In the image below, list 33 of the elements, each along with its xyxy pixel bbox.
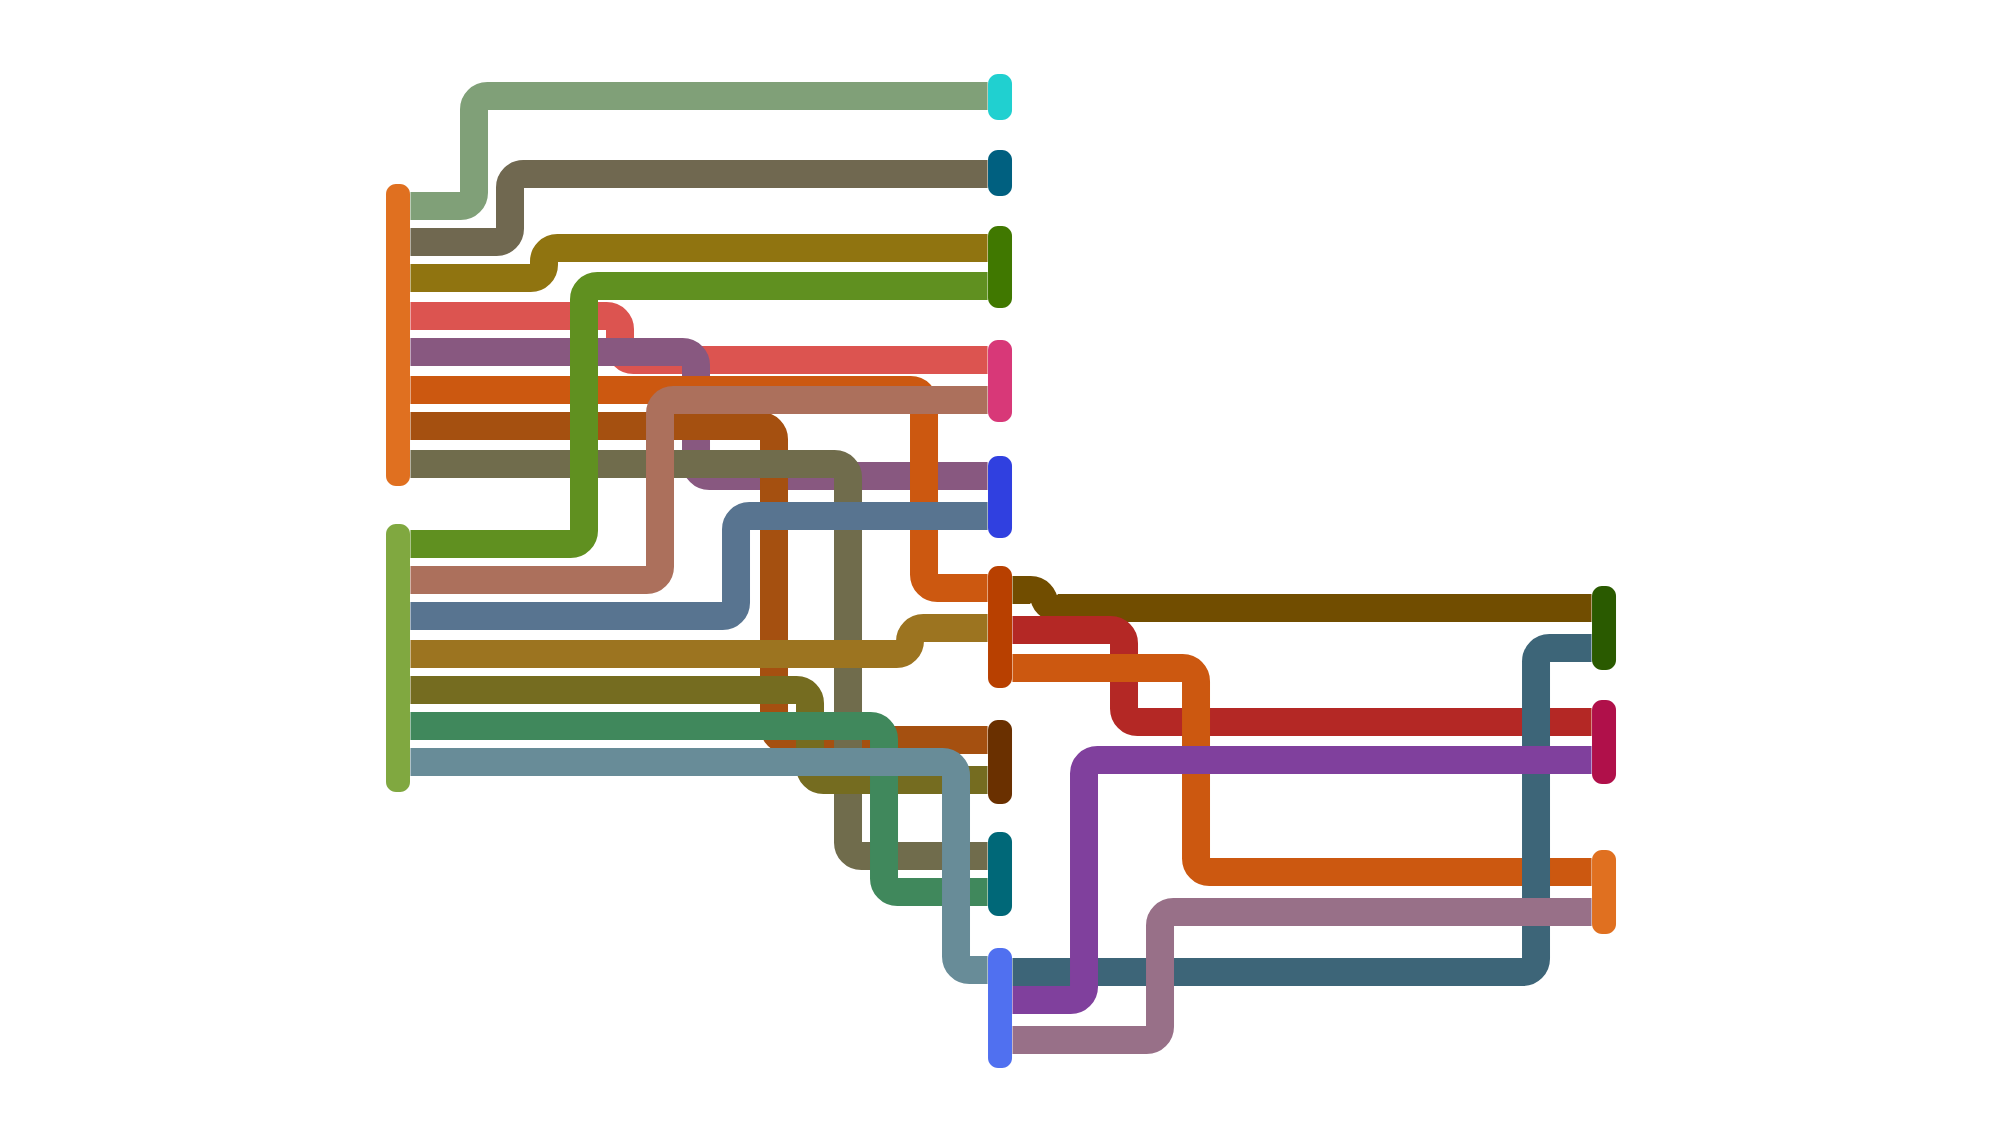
flow-bar xyxy=(1592,850,1616,934)
flow-band xyxy=(410,338,988,490)
flow-bar xyxy=(386,524,410,792)
flow-bar xyxy=(988,948,1012,1068)
flow-band xyxy=(410,614,988,668)
flow-band xyxy=(410,234,988,292)
flow-bar xyxy=(988,340,1012,422)
flow-band xyxy=(410,712,988,906)
flow-bar xyxy=(988,456,1012,538)
flow-band xyxy=(1012,634,1592,986)
flow-band xyxy=(410,450,988,870)
flow-bar xyxy=(386,184,410,486)
flow-band xyxy=(410,412,988,754)
flow-band xyxy=(410,302,988,374)
flow-band xyxy=(410,676,988,794)
flow-band xyxy=(1012,746,1592,1014)
flow-bar xyxy=(988,74,1012,120)
flow-band xyxy=(410,82,988,220)
flow-band xyxy=(1012,654,1592,886)
flow-band xyxy=(1012,616,1592,736)
flow-bar xyxy=(988,566,1012,688)
flow-band xyxy=(410,748,988,984)
flow-band xyxy=(410,272,988,558)
flow-band xyxy=(1012,898,1592,1054)
flow-band xyxy=(1012,576,1592,622)
flow-band xyxy=(410,502,988,630)
flow-bar xyxy=(1592,586,1616,670)
flow-bar xyxy=(1592,700,1616,784)
flow-bar xyxy=(988,226,1012,308)
flow-bar xyxy=(988,720,1012,804)
flow-bar xyxy=(988,832,1012,916)
flow-bar xyxy=(988,150,1012,196)
flow-band xyxy=(410,160,988,256)
